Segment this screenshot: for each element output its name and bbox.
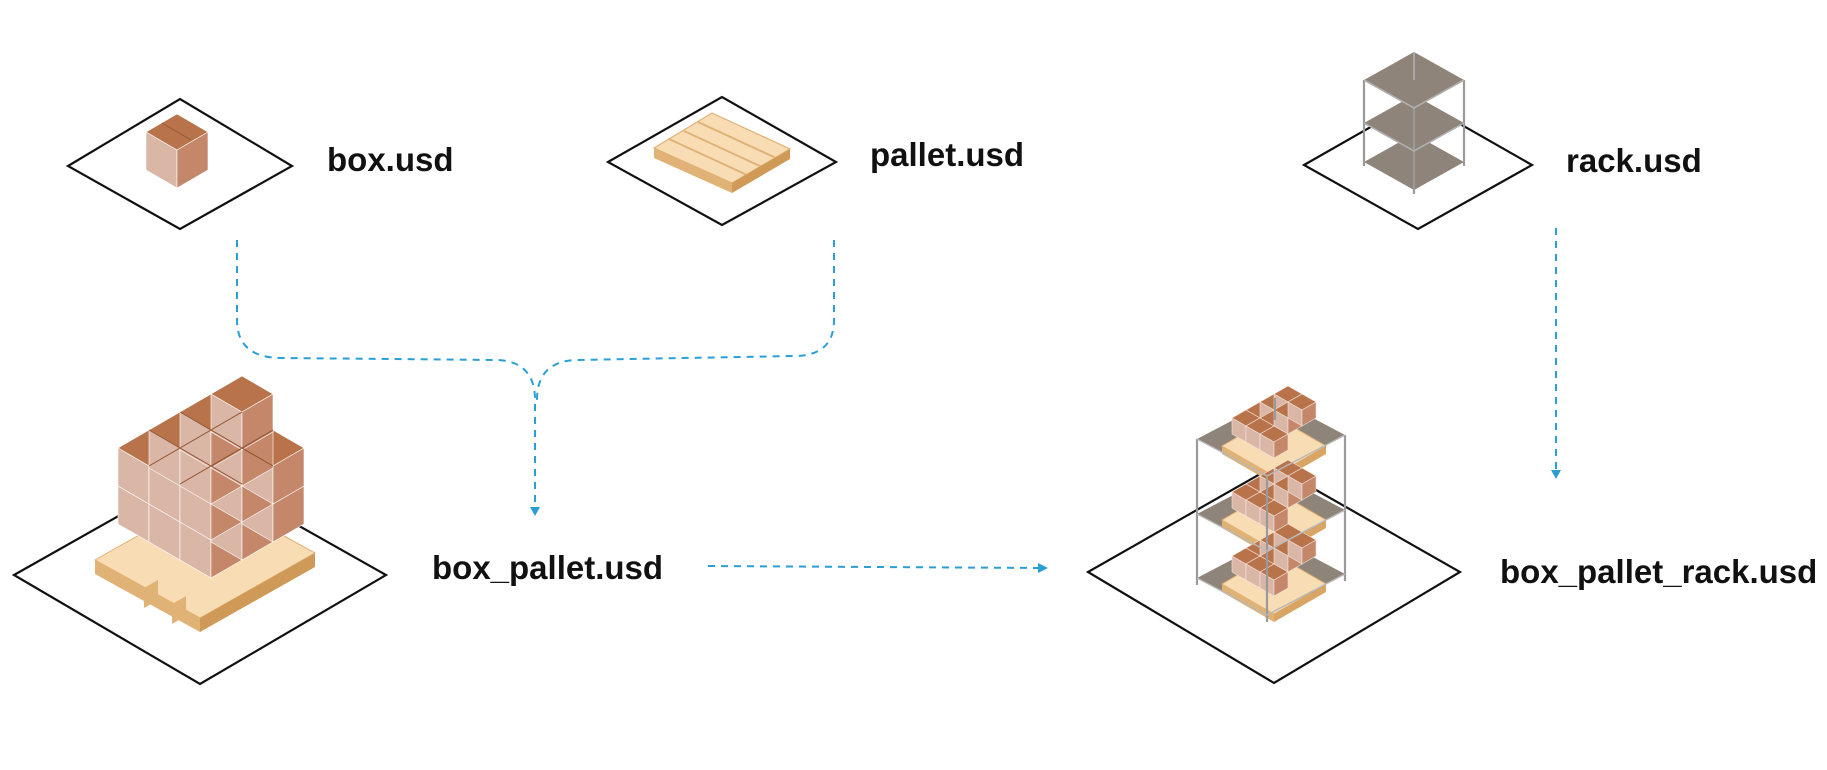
pallet-label: pallet.usd bbox=[870, 136, 1024, 173]
arrowhead-into-box-pallet bbox=[530, 507, 540, 516]
rack-label: rack.usd bbox=[1566, 142, 1702, 179]
box-pallet-label: box_pallet.usd bbox=[432, 549, 663, 586]
connector-pallet-to-box-pallet bbox=[536, 240, 835, 401]
connector-box-pallet-to-box-pallet-rack bbox=[707, 565, 1041, 569]
box-pallet-rack-label: box_pallet_rack.usd bbox=[1500, 553, 1817, 590]
node-box-pallet[interactable]: box_pallet.usd bbox=[11, 375, 663, 686]
connector-box-to-box-pallet bbox=[236, 240, 536, 510]
node-rack[interactable]: rack.usd bbox=[1301, 52, 1702, 231]
box-label: box.usd bbox=[327, 141, 454, 178]
box-pallet-rack-icon bbox=[1195, 386, 1347, 622]
node-box-pallet-rack[interactable]: box_pallet_rack.usd bbox=[1085, 386, 1817, 685]
box-icon bbox=[145, 113, 209, 189]
box-pallet-icon bbox=[93, 375, 317, 632]
pallet-icon bbox=[652, 112, 792, 193]
rack-icon bbox=[1362, 52, 1466, 194]
arrowhead-into-box-pallet-rack bbox=[1038, 563, 1048, 573]
node-pallet[interactable]: pallet.usd bbox=[605, 95, 1024, 227]
node-box[interactable]: box.usd bbox=[65, 97, 454, 231]
arrowhead-from-rack bbox=[1551, 470, 1561, 479]
